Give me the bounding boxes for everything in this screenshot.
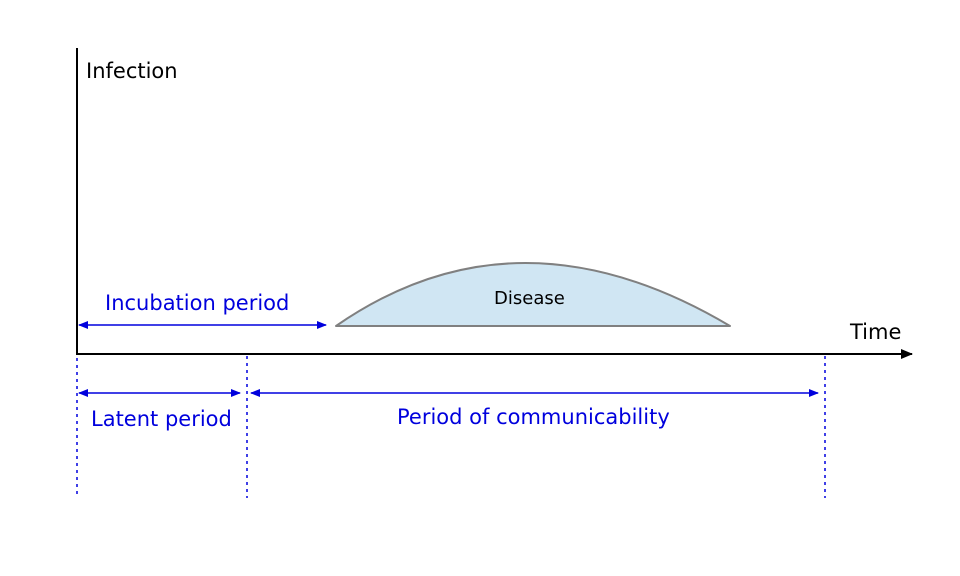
disease-curve bbox=[335, 262, 731, 327]
y-axis-label: Infection bbox=[86, 59, 178, 83]
latent-period-label: Latent period bbox=[91, 407, 232, 431]
disease-label: Disease bbox=[494, 288, 565, 309]
x-axis-label: Time bbox=[849, 320, 901, 344]
incubation-period-label: Incubation period bbox=[105, 291, 289, 315]
communicability-period-label: Period of communicability bbox=[397, 405, 670, 429]
